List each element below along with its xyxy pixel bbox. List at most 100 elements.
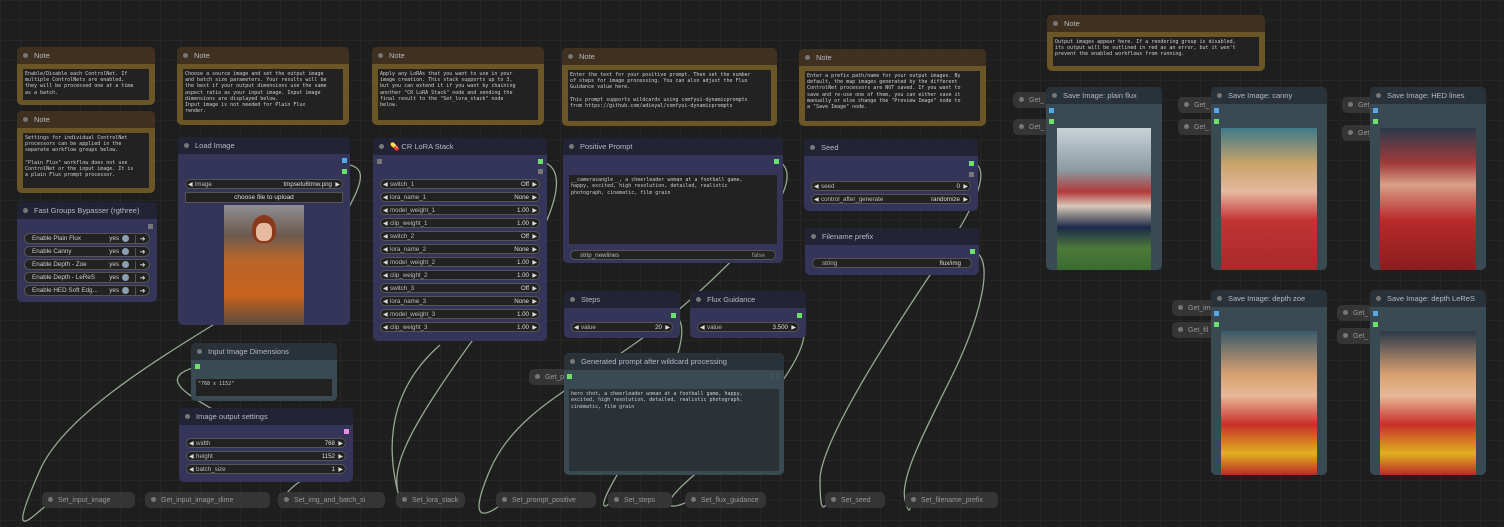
images-input-slot[interactable]: [1214, 108, 1219, 113]
output-slot[interactable]: [148, 224, 153, 229]
positive-prompt-node[interactable]: Positive Prompt __camerasangle__, a chee…: [563, 138, 783, 263]
get-node[interactable]: Get_: [1337, 328, 1377, 344]
filename-input-slot[interactable]: [1373, 119, 1378, 124]
set-flux-guidance-node[interactable]: Set_flux_guidance: [685, 492, 766, 508]
input-slot[interactable]: [377, 159, 382, 164]
get-node[interactable]: Get_: [1013, 119, 1053, 135]
images-input-slot[interactable]: [1049, 108, 1054, 113]
set-lora-stack-node[interactable]: Set_lora_stack: [396, 492, 465, 508]
image-output-slot[interactable]: [342, 158, 347, 163]
toggle-knob[interactable]: [122, 287, 129, 294]
get-prompt-node[interactable]: Get_p: [529, 369, 574, 385]
fast-groups-bypasser-node[interactable]: Fast Groups Bypasser (rgthree) Enable Pl…: [17, 202, 157, 302]
input-slot[interactable]: [567, 374, 572, 379]
lora-widget-clip-weight-1[interactable]: clip_weight_11.00: [380, 218, 540, 228]
set-filename-prefix-node[interactable]: Set_filename_prefix: [905, 492, 998, 508]
arrow-right-icon[interactable]: ➜: [135, 273, 149, 282]
arrow-right-icon[interactable]: ➜: [135, 260, 149, 269]
lora-widget-model-weight-2[interactable]: model_weight_21.00: [380, 257, 540, 267]
note-text[interactable]: Enter the text for your positive prompt.…: [568, 70, 771, 121]
lora-widget-clip-weight-3[interactable]: clip_weight_31.00: [380, 322, 540, 332]
images-input-slot[interactable]: [1373, 108, 1378, 113]
arrow-right-icon[interactable]: ➜: [135, 234, 149, 243]
arrow-right-icon[interactable]: ➜: [135, 247, 149, 256]
get-node[interactable]: Get_: [1013, 92, 1053, 108]
toggle-knob[interactable]: [122, 261, 129, 268]
filename-input-slot[interactable]: [1049, 119, 1054, 124]
output-slot[interactable]: [538, 159, 543, 164]
set-input-image-node[interactable]: Set_input_image: [42, 492, 135, 508]
set-seed-node[interactable]: Set_seed: [825, 492, 885, 508]
toggle-knob[interactable]: [122, 235, 129, 242]
filename-input-slot[interactable]: [1373, 322, 1378, 327]
arrow-right-icon[interactable]: ➜: [135, 286, 149, 295]
output-slot[interactable]: [344, 429, 349, 434]
lora-widget-model-weight-3[interactable]: model_weight_31.00: [380, 309, 540, 319]
output-slot[interactable]: [774, 159, 779, 164]
filename-input-slot[interactable]: [1214, 119, 1219, 124]
filename-input-slot[interactable]: [1214, 322, 1219, 327]
prompt-textarea[interactable]: __camerasangle__, a cheerleader woman at…: [569, 175, 777, 244]
get-node[interactable]: Get_: [1337, 305, 1377, 321]
save-image-depth-zoe-node[interactable]: Save Image: depth zoe: [1211, 290, 1327, 475]
get-image-node[interactable]: Get_im: [1172, 300, 1217, 316]
toggle-knob[interactable]: [122, 248, 129, 255]
note-text[interactable]: Enter a prefix path/name for your output…: [805, 71, 980, 121]
toggle-hed[interactable]: Enable HED Soft Edg...yes➜: [24, 285, 150, 296]
lora-widget-model-weight-1[interactable]: model_weight_11.00: [380, 205, 540, 215]
lora-widget-clip-weight-2[interactable]: clip_weight_21.00: [380, 270, 540, 280]
output-slot-2[interactable]: [969, 172, 974, 177]
output-slot[interactable]: [797, 313, 802, 318]
images-input-slot[interactable]: [1214, 311, 1219, 316]
save-image-depth-leres-node[interactable]: Save Image: depth LeReS: [1370, 290, 1486, 475]
output-slot[interactable]: [970, 249, 975, 254]
note-text[interactable]: Choose a source image and set the output…: [183, 69, 343, 120]
input-image-dimensions-node[interactable]: Input Image Dimensions "768 x 1152": [191, 343, 337, 401]
set-img-and-batch-node[interactable]: Set_img_and_batch_si: [278, 492, 385, 508]
note-text[interactable]: Enable/Disable each ControlNet. If multi…: [23, 69, 149, 100]
set-steps-node[interactable]: Set_steps: [608, 492, 672, 508]
get-node[interactable]: Get_: [1342, 125, 1378, 141]
output-slot-2[interactable]: [538, 169, 543, 174]
get-node[interactable]: Get_: [1178, 97, 1218, 113]
input-slot[interactable]: [195, 364, 200, 369]
note-text[interactable]: Apply any LoRAs that you want to use in …: [378, 69, 538, 120]
upload-button[interactable]: choose file to upload: [185, 192, 343, 203]
cr-lora-stack-node[interactable]: 💊 CR LoRA Stack switch_1Offlora_name_1No…: [373, 138, 547, 341]
note-text[interactable]: Settings for individual ControlNet proce…: [23, 133, 149, 188]
note-text[interactable]: Output images appear here. If a renderin…: [1053, 37, 1259, 66]
save-image-canny-node[interactable]: Save Image: canny: [1211, 87, 1327, 270]
mask-output-slot[interactable]: [342, 169, 347, 174]
save-image-plain-flux-node[interactable]: Save Image: plain flux: [1046, 87, 1162, 270]
